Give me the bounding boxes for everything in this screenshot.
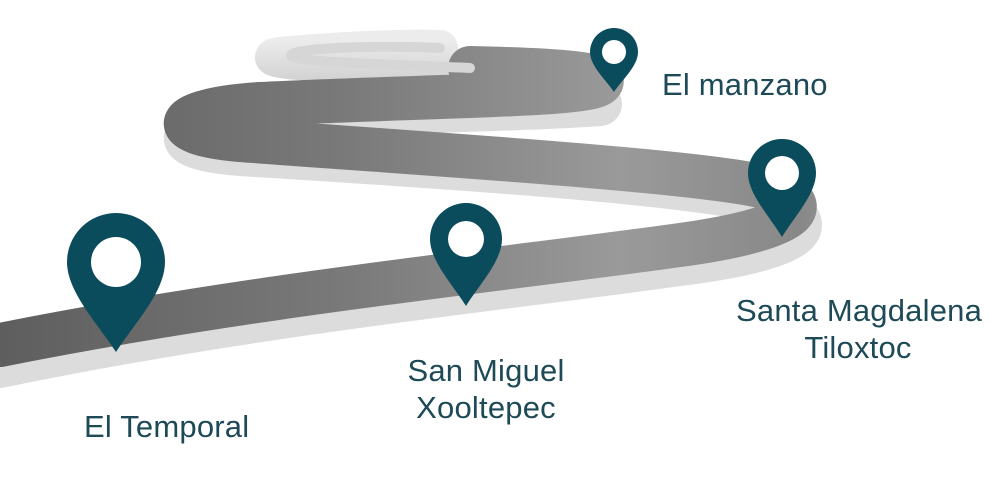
stop-name-line: El manzano [662, 67, 828, 102]
stop-name-line: Xooltepec [416, 390, 556, 425]
stop-label-san-miguel-xooltepec: San Miguel Xooltepec [402, 352, 570, 426]
stop-name-line: Santa Magdalena [736, 293, 983, 328]
road-far-tip [286, 41, 475, 73]
stop-name-line: El Temporal [84, 409, 250, 444]
stop-label-el-manzano: El manzano [662, 66, 828, 103]
map-pin-icon [748, 139, 816, 237]
map-pin-icon [67, 213, 165, 352]
road-near [0, 46, 817, 367]
map-pin-icon [590, 28, 638, 92]
stop-name-line: San Miguel [407, 353, 565, 388]
map-pin-icon [430, 203, 502, 306]
stop-name-line: Tiloxtoc [804, 330, 912, 365]
stop-label-el-temporal: El Temporal [84, 408, 249, 445]
stop-label-santa-magdalena-tiloxtoc: Santa Magdalena Tiloxtoc [736, 292, 983, 366]
